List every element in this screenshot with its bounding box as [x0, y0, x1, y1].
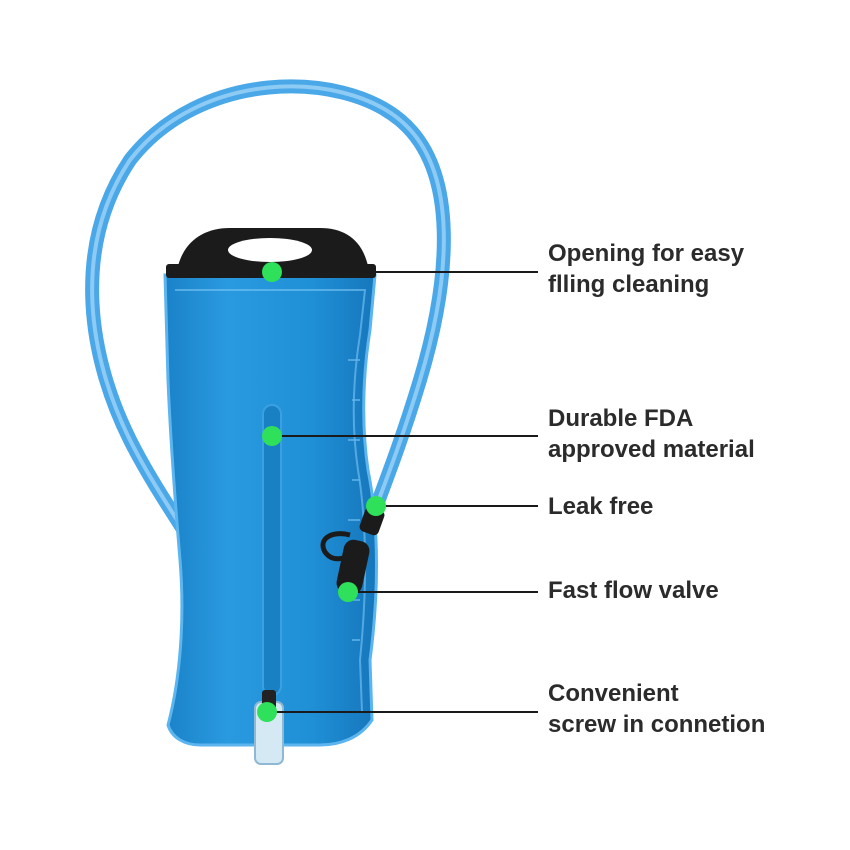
marker-dot-connection: [257, 702, 277, 722]
callout-material-line2: approved material: [548, 436, 755, 463]
marker-dot-leak-free: [366, 496, 386, 516]
callout-leak-free: Leak free: [548, 491, 653, 522]
callout-material-line1: Durable FDA: [548, 405, 694, 432]
callout-opening-line2: flling cleaning: [548, 271, 710, 298]
callout-connection-line1: Convenient: [548, 680, 679, 707]
bladder-baffle: [262, 404, 282, 696]
marker-dot-opening: [262, 262, 282, 282]
callout-leak-free-line1: Leak free: [548, 493, 654, 520]
callout-valve: Fast flow valve: [548, 575, 719, 606]
bite-valve: [336, 539, 370, 595]
callout-opening: Opening for easy flling cleaning: [548, 238, 744, 300]
callout-connection: Convenient screw in connetion: [548, 678, 765, 740]
marker-dot-valve: [338, 582, 358, 602]
marker-dot-material: [262, 426, 282, 446]
callout-material: Durable FDA approved material: [548, 403, 755, 465]
callout-connection-line2: screw in connetion: [548, 711, 766, 738]
callout-valve-line1: Fast flow valve: [548, 577, 719, 604]
callout-opening-line1: Opening for easy: [548, 240, 745, 267]
